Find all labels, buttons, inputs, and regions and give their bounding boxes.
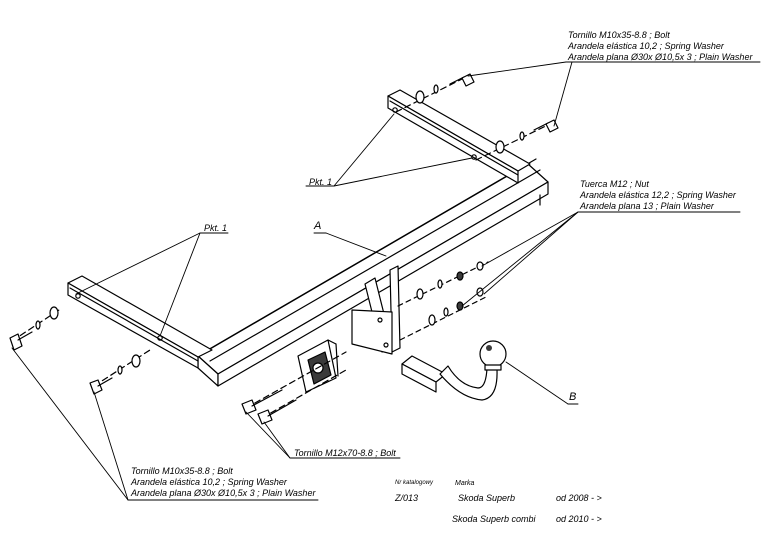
socket-plate [297,339,339,393]
callout-mid-right-line3: Arandela plana 13 ; Plain Washer [580,201,714,211]
catalog-row-2-model: Skoda Superb combi [452,514,536,524]
callout-bottom-left-line1: Tornillo M10x35-8.8 ; Bolt [131,466,233,476]
crossbeam [197,158,549,387]
leader-lines [11,61,761,501]
nuts-washers-center [397,261,489,341]
bolts-m12 [241,351,347,425]
tow-ball-neck [401,340,507,401]
catalog-row-1-years: od 2008 - > [556,493,602,503]
pkt1-left-label: Pkt. 1 [204,223,228,233]
part-b-label: B [569,391,577,403]
callout-top-right-line1: Tornillo M10x35-8.8 ; Bolt [568,30,670,40]
callout-mid-right-line2: Arandela elástica 12,2 ; Spring Washer [580,190,736,200]
pkt1-top-label: Pkt. 1 [309,177,333,187]
catalog-row-2-years: od 2010 - > [556,514,602,524]
catalog-row-1-model: Skoda Superb [458,493,516,503]
callout-bottom-left-line3: Arandela plana Ø30x Ø10,5x 3 ; Plain Was… [131,488,316,498]
catalog-brand-header: Marka [455,480,475,487]
callout-bottom-bolt: Tornillo M12x70-8.8 ; Bolt [294,448,396,458]
left-bracket [67,275,213,369]
catalog-number-header: Nr katalogowy [395,480,434,486]
callout-top-right-line3: Arandela plana Ø30x Ø10,5x 3 ; Plain Was… [568,52,753,62]
mounting-plates [351,265,401,355]
callout-mid-right-line1: Tuerca M12 ; Nut [580,179,649,189]
bolts-washers-left [9,306,151,395]
part-a-label: A [314,220,322,232]
callout-top-right-line2: Arandela elástica 10,2 ; Spring Washer [568,41,724,51]
callout-bottom-left-line2: Arandela elástica 10,2 ; Spring Washer [131,477,287,487]
catalog-number: Z/013 [395,493,419,503]
